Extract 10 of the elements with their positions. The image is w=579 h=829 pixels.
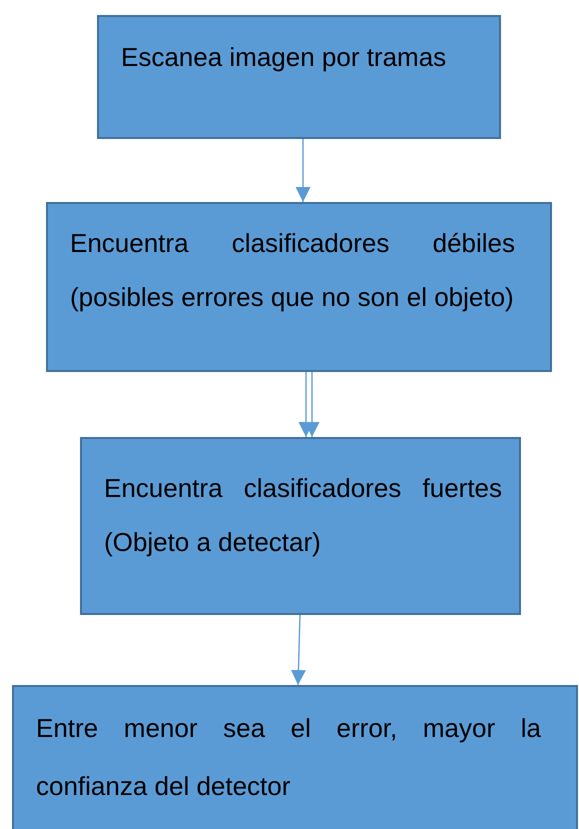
process-box [12, 685, 578, 829]
step-text: Encuentra clasificadores fuertes (Objeto a detectar) [104, 472, 502, 559]
step-text: Encuentra clasificadores débiles (posibles errores que no son el objeto) [70, 227, 515, 314]
step-text: Entre menor sea el error, mayor la confianza del detector [36, 712, 541, 803]
step-text: Escanea imagen por tramas [121, 41, 448, 74]
arrow [296, 139, 310, 202]
process-box [80, 437, 521, 615]
process-box [46, 202, 552, 372]
process-box [97, 15, 501, 139]
arrow [290, 614, 306, 686]
